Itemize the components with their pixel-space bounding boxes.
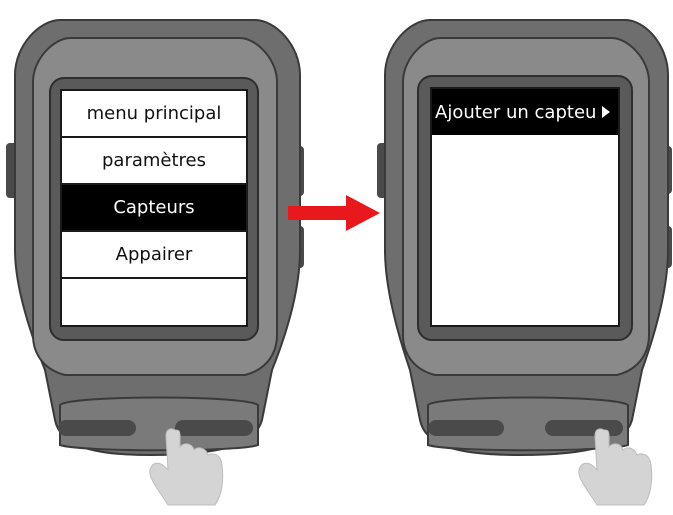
- triangle-right-icon: [602, 106, 611, 118]
- bottom-right-button[interactable]: [545, 420, 623, 436]
- menu-item-sensors[interactable]: Capteurs: [62, 185, 246, 232]
- menu-item-pair[interactable]: Appairer: [62, 232, 246, 279]
- arrow-right-icon: [288, 195, 380, 231]
- bottom-right-button[interactable]: [175, 420, 253, 436]
- add-sensor-label: Ajouter un capteu: [435, 101, 597, 123]
- menu-item-empty: [62, 279, 246, 326]
- left-device-screen: menu principal paramètres Capteurs Appai…: [60, 89, 248, 327]
- right-device-screen: Ajouter un capteu: [430, 87, 620, 327]
- bottom-left-button[interactable]: [58, 420, 136, 436]
- add-sensor-item[interactable]: Ajouter un capteu: [432, 89, 618, 135]
- hand-pointer-icon: [149, 428, 224, 506]
- menu-item-settings[interactable]: paramètres: [62, 138, 246, 185]
- hand-pointer-icon: [578, 428, 653, 506]
- menu-item-main-menu[interactable]: menu principal: [62, 91, 246, 138]
- bottom-left-button[interactable]: [428, 420, 504, 436]
